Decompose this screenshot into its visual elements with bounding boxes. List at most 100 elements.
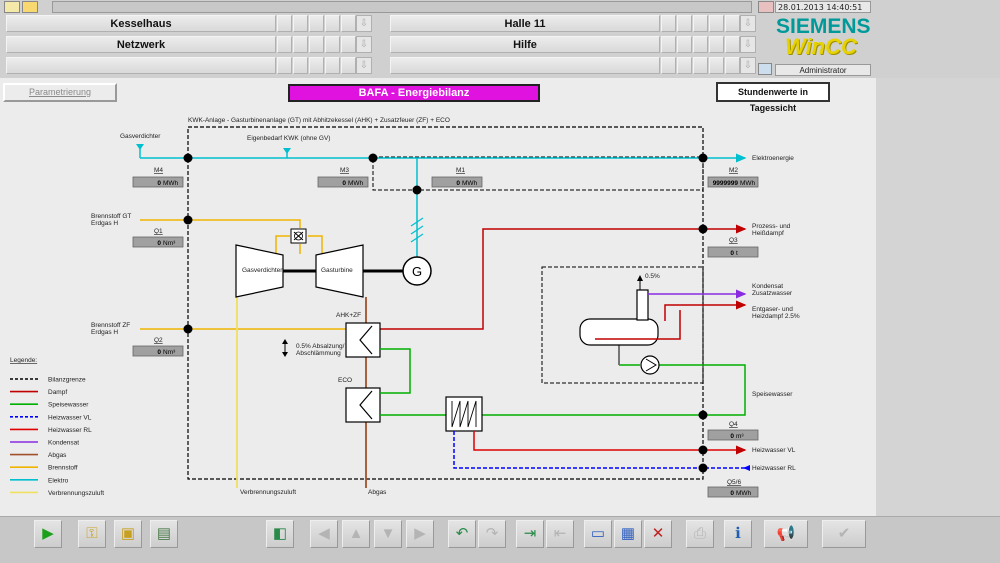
pump-icon[interactable] xyxy=(640,355,660,375)
save-button[interactable]: ▦ xyxy=(614,520,642,548)
chevron-down-icon[interactable]: ⇩ xyxy=(356,15,372,32)
picture-button[interactable]: ◧ xyxy=(266,520,294,548)
nav-slot-button[interactable] xyxy=(661,15,676,32)
import-button[interactable]: ⇥ xyxy=(516,520,544,548)
meter-q1[interactable]: Q1 0 Nm³ xyxy=(132,228,184,248)
meter-unit: MWh xyxy=(740,180,756,187)
nav-netzwerk-button[interactable]: Netzwerk xyxy=(6,36,276,53)
nav-slot-button[interactable] xyxy=(725,36,740,53)
meter-m3[interactable]: M3 0 MWh xyxy=(317,167,369,188)
start-button[interactable]: ▶ xyxy=(34,520,62,548)
nav-slot-button[interactable] xyxy=(325,36,340,53)
chevron-down-icon[interactable]: ⇩ xyxy=(356,36,372,53)
keys-icon: ⚿ xyxy=(86,525,98,542)
chevron-down-icon[interactable]: ⇩ xyxy=(740,36,756,53)
siemens-logo: SIEMENS xyxy=(776,15,871,38)
legend-label: Dampf xyxy=(48,389,67,396)
meter-q3[interactable]: Q3 0 t xyxy=(707,237,759,258)
nav-empty-button[interactable] xyxy=(390,57,660,74)
nav-empty-button[interactable] xyxy=(6,57,276,74)
nav-slot-button[interactable] xyxy=(341,15,356,32)
acknowledge-button[interactable]: 📢 xyxy=(764,520,808,548)
meter-m4[interactable]: M4 0 MWh xyxy=(132,167,184,188)
nav-left-button[interactable]: ◀ xyxy=(310,520,338,548)
nav-slot-button[interactable] xyxy=(309,15,324,32)
nav-slot-button[interactable] xyxy=(293,36,308,53)
nav-slot-button[interactable] xyxy=(325,57,340,74)
nav-slot-button[interactable] xyxy=(693,36,708,53)
arrow-up-icon: ▲ xyxy=(348,525,364,542)
chevron-down-icon[interactable]: ⇩ xyxy=(356,57,372,74)
nav-slot-button[interactable] xyxy=(309,36,324,53)
report-button[interactable]: ▤ xyxy=(150,520,178,548)
meter-q2[interactable]: Q2 0 Nm³ xyxy=(132,337,184,357)
nav-slot-button[interactable] xyxy=(677,15,692,32)
nav-slot-button[interactable] xyxy=(277,36,292,53)
nav-halle11-button[interactable]: Halle 11 xyxy=(390,15,660,32)
nav-slot-button[interactable] xyxy=(725,57,740,74)
nav-kesselhaus-button[interactable]: Kesselhaus xyxy=(6,15,276,32)
wincc-logo: WinCC xyxy=(785,34,857,59)
export-button[interactable]: ⇤ xyxy=(546,520,574,548)
nav-slot-button[interactable] xyxy=(709,57,724,74)
open-button[interactable]: ▭ xyxy=(584,520,612,548)
parametrierung-button[interactable]: Parametrierung xyxy=(3,83,117,102)
nav-slot-button[interactable] xyxy=(277,57,292,74)
stundenwerte-button[interactable]: Stundenwerte in Tagessicht xyxy=(716,82,830,113)
bottom-toolbar: ▶ ⚿ ▣ ▤ ◧ ◀ ▲ ▼ ▶ ↶ ↷ ⇥ ⇤ ▭ ▦ ✕ ⎙ ℹ 📢 ✔ xyxy=(0,516,1000,563)
nav-slot-button[interactable] xyxy=(709,36,724,53)
nav-slot-button[interactable] xyxy=(341,57,356,74)
nav-hilfe-button[interactable]: Hilfe xyxy=(390,36,660,53)
folder-icon[interactable] xyxy=(4,1,20,13)
chevron-down-icon[interactable]: ⇩ xyxy=(740,57,756,74)
gasverdichter-unit[interactable] xyxy=(235,244,284,298)
nav-slot-button[interactable] xyxy=(661,57,676,74)
meter-q4[interactable]: Q4 0 m³ xyxy=(707,421,759,441)
meter-name: Q3 xyxy=(729,237,738,244)
nav-slot-button[interactable] xyxy=(661,36,676,53)
generator-icon[interactable] xyxy=(402,256,432,286)
nav-slot-button[interactable] xyxy=(325,15,340,32)
keys-button[interactable]: ⚿ xyxy=(78,520,106,548)
nav-slot-button[interactable] xyxy=(709,15,724,32)
legend-item: Speisewasser xyxy=(10,402,89,409)
nav-slot-button[interactable] xyxy=(293,57,308,74)
nav-slot-button[interactable] xyxy=(277,15,292,32)
check-button[interactable]: ✔ xyxy=(822,520,866,548)
nav-slot-button[interactable] xyxy=(677,57,692,74)
nav-slot-button[interactable] xyxy=(725,15,740,32)
chevron-down-icon[interactable]: ⇩ xyxy=(740,15,756,32)
nav-down-button[interactable]: ▼ xyxy=(374,520,402,548)
delete-button[interactable]: ✕ xyxy=(644,520,672,548)
meter-m2[interactable]: M2 9999999 MWh xyxy=(707,167,759,188)
nav-slot-button[interactable] xyxy=(693,15,708,32)
nav-up-button[interactable]: ▲ xyxy=(342,520,370,548)
calendar-icon[interactable] xyxy=(758,1,774,13)
nav-right-button[interactable]: ▶ xyxy=(406,520,434,548)
entgaser-tank[interactable] xyxy=(579,318,659,346)
print-button[interactable]: ⎙ xyxy=(686,520,714,548)
nav-slot-button[interactable] xyxy=(293,15,308,32)
nav-slot-button[interactable] xyxy=(341,36,356,53)
meter-q56[interactable]: Q5/6 0 MWh xyxy=(707,479,759,498)
entgaser-dome[interactable] xyxy=(636,289,649,321)
meter-unit: t xyxy=(736,250,738,257)
nav-slot-button[interactable] xyxy=(693,57,708,74)
meter-m1[interactable]: M1 0 MWh xyxy=(431,167,483,188)
redo-button[interactable]: ↷ xyxy=(478,520,506,548)
eco-heat-exchanger[interactable] xyxy=(345,387,381,423)
user-icon[interactable] xyxy=(758,63,772,75)
legend-label: Heizwasser VL xyxy=(48,414,92,421)
elektroenergie-label: Elektroenergie xyxy=(752,155,794,162)
info-button[interactable]: ℹ xyxy=(724,520,752,548)
legend-item: Abgas xyxy=(10,452,67,459)
ahk-zf-heat-exchanger[interactable] xyxy=(345,322,381,358)
undo-button[interactable]: ↶ xyxy=(448,520,476,548)
nav-slot-button[interactable] xyxy=(309,57,324,74)
gasverdichter-box-label: Gasverdichter xyxy=(242,267,283,274)
speisewasser-label: Speisewasser xyxy=(752,391,793,398)
gasturbine-unit[interactable] xyxy=(315,244,364,298)
nav-slot-button[interactable] xyxy=(677,36,692,53)
window-button[interactable]: ▣ xyxy=(114,520,142,548)
edit-icon[interactable] xyxy=(22,1,38,13)
